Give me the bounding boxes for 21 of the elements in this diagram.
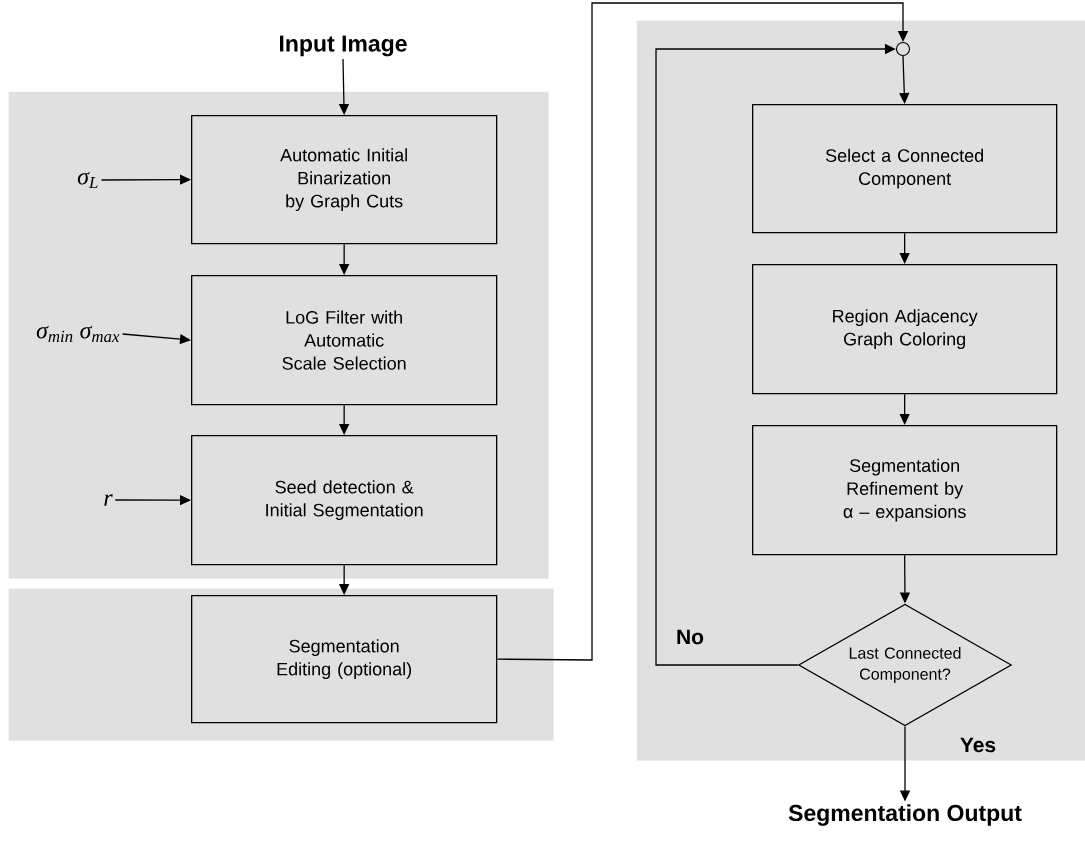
process-box: Segmentation Refinement by α – expansions (752, 425, 1058, 556)
process-box: Seed detection & Initial Segmentation (191, 435, 498, 566)
arrow (899, 55, 910, 104)
process-box: Select a Connected Component (752, 104, 1058, 234)
process-box: Segmentation Editing (optional) (191, 595, 498, 724)
process-box: Region Adjacency Graph Coloring (752, 264, 1058, 395)
process-box: Automatic Initial Binarization by Graph Cuts (191, 115, 498, 245)
arrow (496, 2, 909, 661)
arrow (899, 232, 910, 264)
arrow (100, 174, 191, 185)
parameter-symbol: r (101, 492, 115, 508)
arrow (339, 404, 350, 435)
arrow (899, 393, 910, 425)
arrow (339, 564, 350, 595)
parameter-symbol: σ$_{L}$ (75, 169, 101, 191)
heading-text: Segmentation Output (788, 804, 1022, 826)
heading-text: Input Image (280, 35, 407, 57)
parameter-symbol: σ$_{min}$ σ$_{max}$ (34, 323, 122, 345)
arrow (339, 243, 350, 275)
process-box: LoG Filter with Automatic Scale Selection (191, 275, 498, 406)
arrow (655, 43, 896, 666)
